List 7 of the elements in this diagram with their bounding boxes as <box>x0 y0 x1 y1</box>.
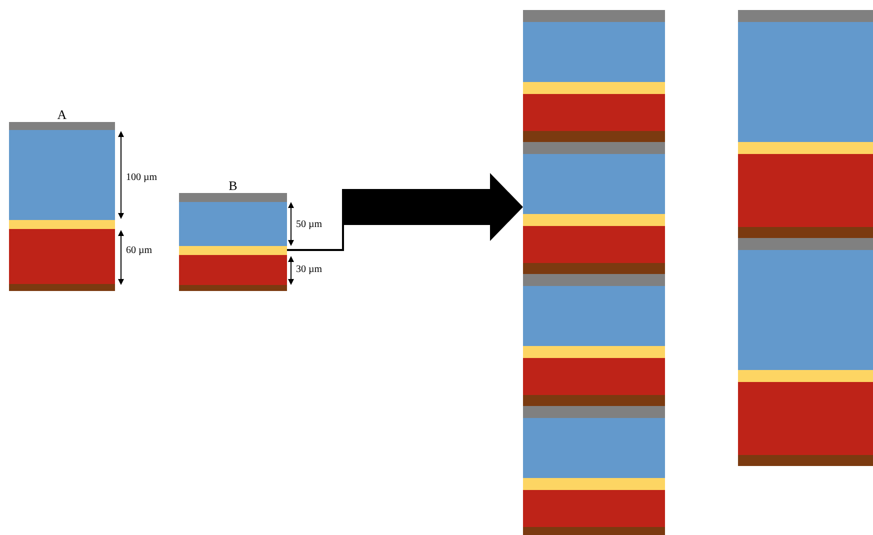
stack-heading: B <box>228 179 238 193</box>
stack-heading: A <box>56 108 68 122</box>
dimension-label: 60 µm <box>126 245 152 256</box>
dimension-label: 30 µm <box>296 264 322 275</box>
dimension-label: 100 µm <box>126 172 158 183</box>
block-arrow <box>287 173 523 251</box>
dimension-label: 50 µm <box>296 219 322 230</box>
